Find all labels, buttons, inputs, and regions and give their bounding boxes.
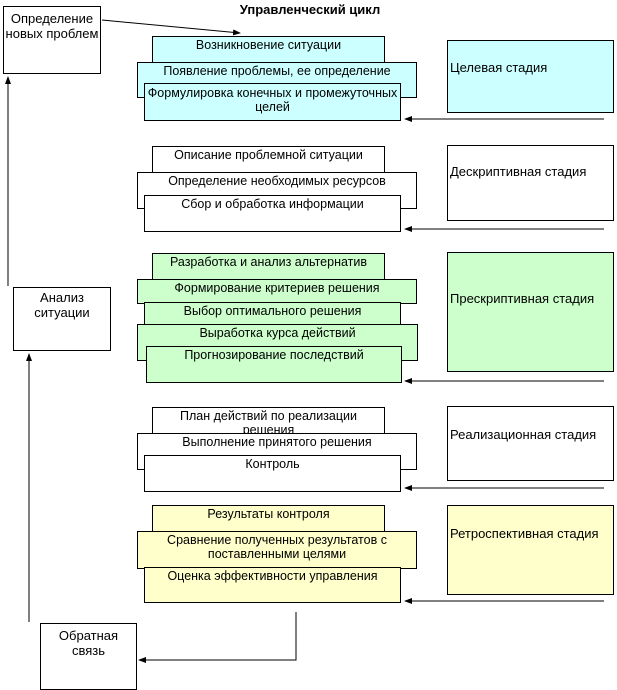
step-box: Сравнение полученных результатов с поста… [137, 531, 417, 569]
situation-analysis-label: Анализ ситуации [34, 290, 90, 320]
new-problems-label: Определение новых проблем [5, 11, 99, 41]
step-box: Возникновение ситуации [152, 36, 385, 63]
stage-label: Целевая стадия [450, 60, 548, 75]
step-label: Определение необходимых ресурсов [168, 174, 386, 188]
stage-box-retrospective: Ретроспективная стадия [447, 505, 614, 595]
step-label: Формирование критериев решения [174, 281, 380, 295]
diagram-title: Управленческий цикл [239, 2, 381, 17]
step-label: Оценка эффективности управления [167, 569, 378, 583]
stage-box-realization: Реализационная стадия [447, 406, 614, 481]
feedback-box: Обратная связь [40, 623, 137, 690]
step-label: Выбор оптимального решения [183, 304, 362, 318]
step-label: Формулировка конечных и промежуточных це… [147, 86, 398, 114]
step-label: Разработка и анализ альтернатив [169, 255, 368, 269]
step-label: Контроль [245, 457, 300, 471]
stage-label: Реализационная стадия [450, 427, 597, 442]
step-label: Описание проблемной ситуации [174, 148, 363, 162]
step-label: Сбор и обработка информации [181, 197, 364, 211]
stage-box-prescriptive: Прескриптивная стадия [447, 252, 614, 372]
step-box: Описание проблемной ситуации [152, 146, 385, 173]
step-label: Прогнозирование последствий [184, 348, 364, 362]
step-box: Контроль [144, 455, 401, 492]
step-box: Формулировка конечных и промежуточных це… [144, 83, 401, 121]
step-label: Появление проблемы, ее определение [163, 64, 391, 78]
step-box: План действий по реализации решения [152, 407, 385, 434]
step-label: Результаты контроля [207, 507, 330, 521]
step-label: Выполнение принятого решения [182, 435, 372, 449]
feedback-label: Обратная связь [58, 628, 119, 658]
stage-box-descriptive: Дескриптивная стадия [447, 145, 614, 221]
step-label: Возникновение ситуации [195, 38, 342, 52]
stage-label: Ретроспективная стадия [450, 526, 599, 541]
arrow-new-problems-to-start [101, 19, 241, 36]
stage-label: Прескриптивная стадия [450, 291, 595, 306]
stage-box-target: Целевая стадия [447, 40, 614, 113]
step-box: Выбор оптимального решения [144, 302, 401, 326]
step-box: Прогнозирование последствий [146, 346, 402, 383]
step-label: Выработка курса действий [199, 326, 356, 340]
step-box: Сбор и обработка информации [144, 195, 401, 232]
situation-analysis-box: Анализ ситуации [13, 287, 111, 351]
stage-label: Дескриптивная стадия [450, 164, 587, 179]
arrow-to-feedback [138, 612, 297, 663]
new-problems-box: Определение новых проблем [3, 6, 101, 74]
step-label: План действий по реализации решения [179, 409, 358, 434]
step-box: Оценка эффективности управления [144, 567, 401, 603]
step-label: Сравнение полученных результатов с поста… [167, 533, 387, 561]
step-box: Разработка и анализ альтернатив [152, 253, 385, 280]
